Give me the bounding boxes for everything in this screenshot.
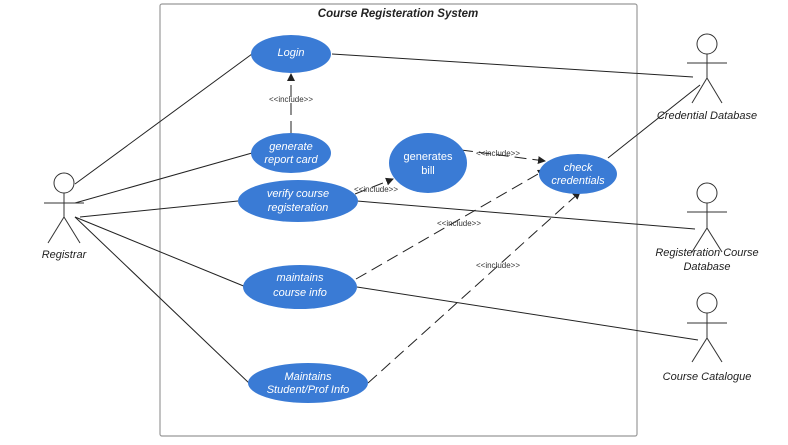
include-label: <<include>>: [476, 261, 520, 270]
actor-label-credential-database: Credential Database: [657, 110, 757, 122]
usecase-label: Login: [278, 47, 305, 59]
usecase-generate-report-card[interactable]: generate report card: [251, 133, 331, 173]
usecase-label: registeration: [268, 202, 329, 214]
usecase-label: check: [564, 162, 593, 174]
actor-label-registration-course-database: Database: [683, 261, 730, 273]
usecase-maintains-course-info[interactable]: maintains course info: [243, 265, 357, 309]
assoc-maintains-course-catalogue: [356, 286, 699, 341]
actor-associations: [331, 53, 701, 341]
assoc-login-credential-db: [331, 53, 694, 78]
include-student-to-check: [367, 191, 581, 384]
usecase-label: generate: [269, 141, 312, 153]
include-label: <<include>>: [354, 185, 398, 194]
assoc-check-credentials-credential-db: [607, 84, 701, 159]
usecase-label: Maintains: [284, 371, 332, 383]
assoc-registrar-verify-course: [79, 200, 239, 218]
assoc-registrar-maintains-student: [74, 216, 251, 385]
actor-head-icon: [696, 292, 718, 314]
usecase-label: report card: [264, 154, 318, 166]
system-boundary: [159, 3, 638, 437]
actor-registrar[interactable]: [44, 172, 84, 244]
include-dependencies: [287, 73, 581, 384]
include-label: <<include>>: [476, 149, 520, 158]
usecase-label: bill: [421, 165, 434, 177]
actor-registration-course-database[interactable]: [687, 182, 727, 253]
usecase-login[interactable]: Login: [251, 35, 331, 73]
usecase-label: Student/Prof Info: [267, 384, 350, 396]
actor-course-catalogue[interactable]: [687, 292, 727, 363]
include-verify-to-bill: [354, 177, 394, 195]
actor-head-icon: [696, 33, 718, 55]
usecase-label: credentials: [551, 175, 605, 187]
actor-label-registration-course-database: Registeration Course: [655, 247, 758, 259]
usecase-generates-bill[interactable]: generates bill: [389, 133, 467, 193]
include-label: <<include>>: [269, 95, 313, 104]
assoc-registrar-maintains-course: [74, 216, 247, 288]
registrar-associations: [74, 53, 253, 385]
actor-credential-database[interactable]: [687, 33, 727, 104]
actor-label-registrar: Registrar: [42, 249, 88, 261]
actor-head-icon: [696, 182, 718, 204]
usecase-verify-course-registration[interactable]: verify course registeration: [238, 180, 358, 222]
system-title: Course Registeration System: [318, 8, 478, 20]
actor-label-course-catalogue: Course Catalogue: [663, 371, 752, 383]
usecase-maintains-student-prof-info[interactable]: Maintains Student/Prof Info: [248, 363, 368, 403]
assoc-registrar-login: [74, 53, 253, 185]
assoc-verify-course-registration-db: [356, 200, 696, 230]
usecase-label: verify course: [267, 188, 329, 200]
assoc-registrar-report-card: [74, 152, 253, 204]
usecase-check-credentials[interactable]: check credentials: [539, 154, 617, 194]
include-labels: <<include>> <<include>> <<include>> <<in…: [269, 95, 520, 270]
actor-head-icon: [53, 172, 75, 194]
usecase-label: generates: [404, 151, 453, 163]
include-label: <<include>>: [437, 219, 481, 228]
usecase-label: maintains: [276, 272, 324, 284]
include-bill-to-check: [460, 149, 546, 165]
usecase-label: course info: [273, 287, 327, 299]
include-course-to-check: [355, 169, 546, 280]
